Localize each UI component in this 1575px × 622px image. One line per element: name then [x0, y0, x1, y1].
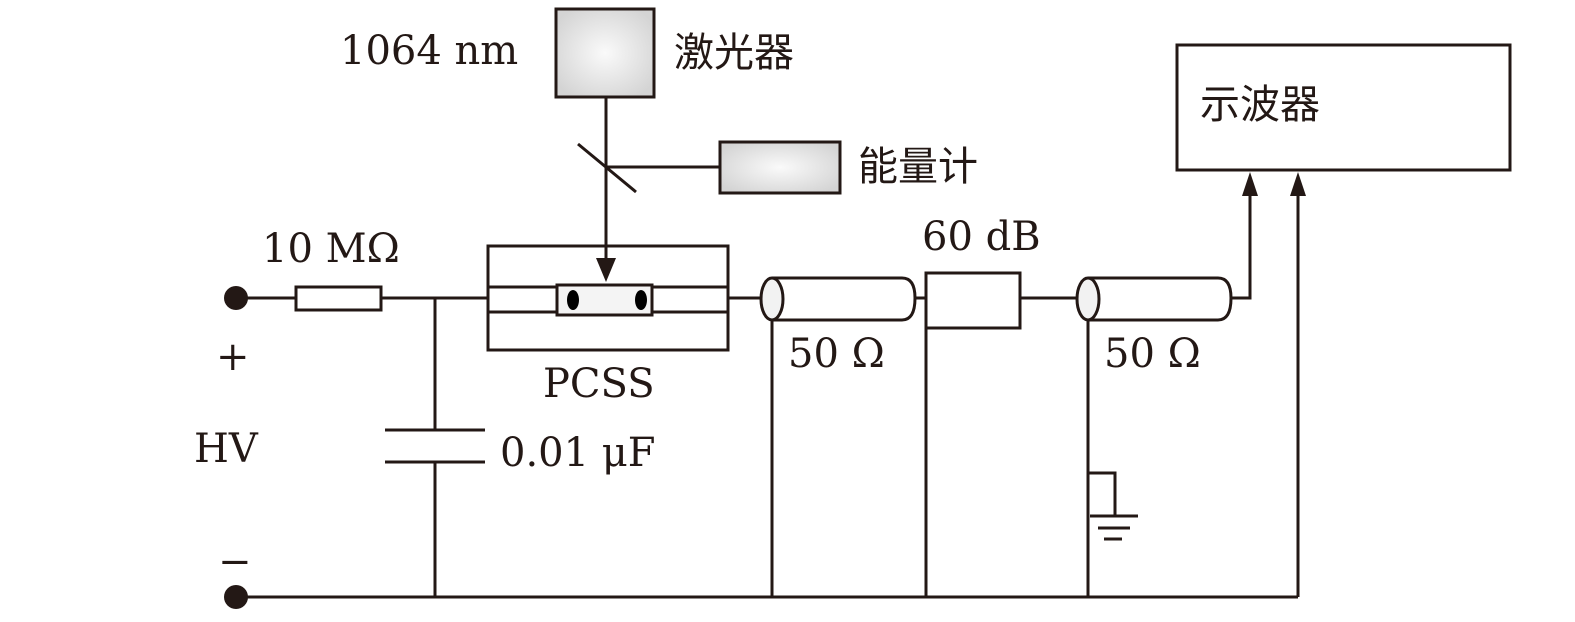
coax-cable-2: [1088, 276, 1233, 322]
pcss-electrodes: [488, 285, 728, 314]
oscilloscope-box: [1175, 43, 1512, 172]
pcss-label: PCSS: [543, 361, 655, 407]
coax-cable-1: [772, 276, 917, 322]
signal-arrow-icon: [1242, 172, 1258, 196]
attenuator-label: 60 dB: [922, 214, 1041, 260]
capacitor: [385, 298, 485, 597]
hv-label: HV: [194, 426, 259, 472]
energy-meter-label: 能量计: [858, 144, 978, 190]
coax1-label: 50 Ω: [788, 331, 885, 377]
pcss-contact: [567, 290, 579, 310]
coax-cable-1-end: [759, 276, 785, 322]
attenuator-box: [924, 271, 1022, 330]
minus-label: −: [218, 539, 252, 585]
plus-label: +: [216, 334, 250, 380]
ground-arrow-icon: [1290, 172, 1306, 196]
beam-arrow-icon: [596, 258, 616, 282]
coax-cable-2-end: [1075, 276, 1101, 322]
resistor-label: 10 MΩ: [262, 226, 400, 272]
coax2-label: 50 Ω: [1104, 331, 1201, 377]
capacitor-label: 0.01 μF: [500, 430, 656, 476]
energy-meter-box: [718, 140, 842, 195]
oscilloscope-label: 示波器: [1200, 82, 1320, 128]
laser-wavelength-label: 1064 nm: [340, 28, 518, 74]
ground-icon: [1088, 471, 1138, 541]
pcss-contact: [635, 290, 647, 310]
signal-wire: [1231, 195, 1252, 300]
resistor: [294, 285, 383, 312]
laser-label: 激光器: [674, 30, 794, 76]
laser-box: [554, 7, 656, 99]
